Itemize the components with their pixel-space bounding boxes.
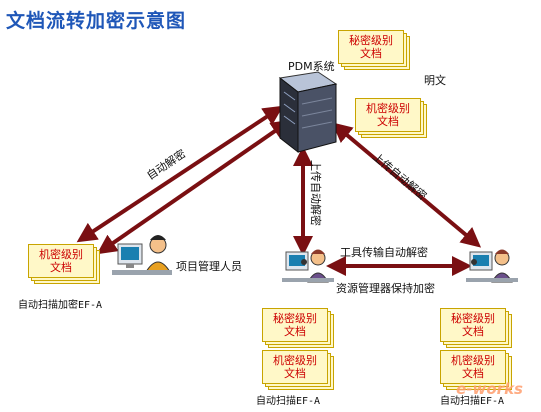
person-icon-right: [466, 249, 518, 283]
pm-label: 项目管理人员: [176, 260, 242, 273]
arrow-label-center: 上传自动解密: [309, 160, 323, 226]
arrow-label-left: 自动解密: [144, 146, 188, 182]
doc-confidential-pm: 机密级别文档: [28, 244, 100, 284]
hub-icon-right: [471, 259, 477, 265]
watermark: e-works: [456, 380, 523, 398]
hub-icon-mid: [301, 259, 307, 265]
doc-secret-right: 秘密级别文档: [440, 308, 512, 348]
server-icon: [278, 71, 338, 154]
doc-confidential-top: 机密级别文档: [355, 98, 427, 138]
page-title: 文档流转加密示意图: [6, 10, 187, 32]
doc-confidential-mid: 机密级别文档: [262, 350, 334, 390]
auto-scan-left-label: 自动扫描加密EF-A: [18, 300, 103, 311]
person-icon-mid: [282, 249, 334, 283]
arrow-server-to-pm: [76, 105, 284, 243]
person-icon-pm: [112, 235, 172, 275]
doc-secret-top: 秘密级别文档: [338, 30, 410, 70]
auto-scan-right-label: 自动扫描EF-A: [440, 396, 505, 407]
arrow-server-to-right: [331, 122, 482, 248]
doc-secret-mid: 秘密级别文档: [262, 308, 334, 348]
plaintext-label: 明文: [424, 74, 446, 87]
doc-confidential-right: 机密级别文档: [440, 350, 512, 390]
auto-scan-mid-label: 自动扫描EF-A: [256, 396, 321, 407]
arrow-label-right: 上传自动解密: [370, 150, 430, 203]
server-label: PDM系统: [288, 60, 335, 73]
arrow-server-to-pm-2: [96, 119, 292, 255]
tool-decrypt-label: 工具传输自动解密: [340, 246, 428, 259]
explorer-keep-label: 资源管理器保持加密: [336, 282, 435, 295]
